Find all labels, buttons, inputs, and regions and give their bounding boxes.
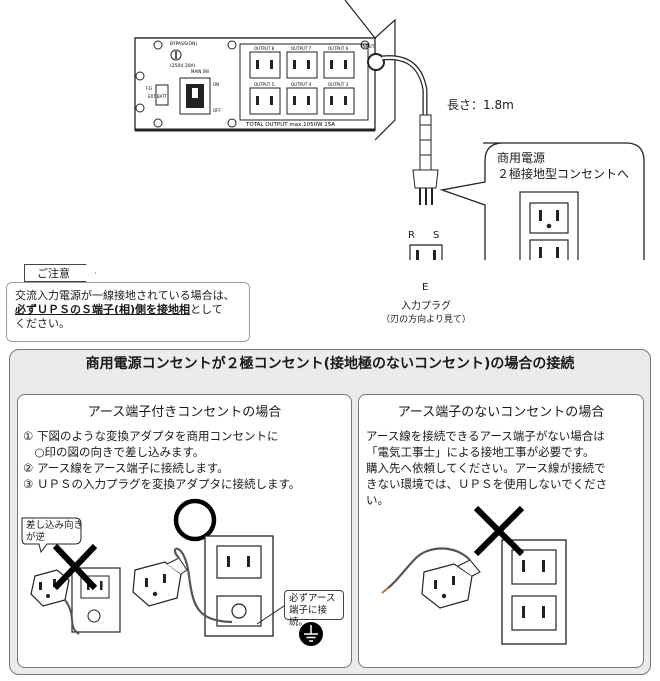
output-bottom-2: OUTPUT 4	[291, 82, 312, 87]
no-earth-diagram	[381, 505, 567, 645]
plug-pin-s: S	[433, 230, 440, 241]
earth-callout: 必ずアース 端子に接続。	[284, 590, 344, 628]
ext-batt-label: EXT BATT	[148, 94, 167, 99]
step-2: ② アース線をアース端子に接続します。	[23, 461, 229, 475]
cord-length-label: 長さ：1.8m	[447, 98, 514, 112]
bypass-rating: (250V 20A)	[170, 63, 196, 69]
right-section-title: アース端子のないコンセントの場合	[397, 405, 605, 420]
earth-callout-line-1: 必ずアース	[289, 593, 336, 604]
caution-line-3: ください。	[15, 317, 70, 330]
bypass-label: BYPASS(ON)	[170, 41, 197, 47]
input-label: INPUT	[361, 44, 375, 50]
ups-rear-panel-diagram: BYPASS(ON) (250V 20A) MAIN SW ON OFF FG …	[134, 0, 645, 260]
right-line-1: アース線を接続できるアース端子がない場合は	[366, 429, 605, 443]
off-label: OFF	[213, 108, 221, 113]
caution-box: 交流入力電源が一線接地されている場合は、 必ずＵＰＳのＳ端子(相)側を接地相とし…	[6, 282, 250, 342]
caution-line-2: 必ずＵＰＳのＳ端子(相)側を接地相として	[15, 303, 241, 317]
right-line-2: 「電気工事士」による接地工事が必要です。	[366, 445, 595, 459]
wrong-direction-line-1: 差し込み向き	[26, 520, 84, 531]
wrong-direction-line-2: が逆	[26, 532, 46, 543]
caution-emphasis: 必ずＵＰＳのＳ端子(相)側を接地相	[15, 303, 191, 316]
left-section-title: アース端子付きコンセントの場合	[87, 405, 282, 420]
left-section-steps: ① 下図のような変換アダプタを商用コンセントに ○印の図の向きで差し込みます。 …	[23, 428, 351, 492]
on-label: ON	[213, 82, 219, 87]
output-top-1: OUTPUT 8	[254, 46, 275, 51]
adapter-diagram	[21, 498, 323, 646]
output-bottom-1: OUTPUT 5	[254, 82, 275, 87]
wrong-direction-label: 差し込み向き が逆	[26, 520, 83, 544]
right-section-text: アース線を接続できるアース端子がない場合は 「電気工事士」による接地工事が必要で…	[366, 428, 642, 508]
bubble-line-1: 商用電源	[497, 151, 546, 165]
step-1-cont: ○印の図の向きで差し込みます。	[23, 445, 205, 459]
plug-pin-r: R	[408, 230, 415, 241]
output-top-3: OUTPUT 6	[328, 46, 349, 51]
main-sw-label: MAIN SW	[191, 69, 209, 74]
plug-pin-e: E	[422, 282, 429, 293]
caution-line-2-rest: として	[190, 303, 223, 316]
earth-callout-line-2: 端子に接続。	[289, 605, 328, 628]
caution-line-1: 交流入力電源が一線接地されている場合は、	[15, 289, 235, 302]
right-line-4: きない環境では、ＵＰＳを使用しないでくださ	[366, 477, 608, 491]
plug-caption-2: （刃の方向より見て）	[381, 315, 471, 325]
output-top-2: OUTPUT 7	[291, 46, 312, 51]
caution-tag: ご注意	[24, 264, 96, 282]
plug-caption-1: 入力プラグ	[401, 301, 451, 312]
right-line-5: い。	[366, 493, 389, 507]
right-line-3: 購入先へ依頼してください。アース線が接続で	[366, 461, 606, 475]
main-title: 商用電源コンセントが２極コンセント(接地極のないコンセント)の場合の接続	[85, 356, 575, 372]
step-1: ① 下図のような変換アダプタを商用コンセントに	[23, 429, 279, 443]
fg-label: FG	[146, 86, 153, 92]
total-output-label: TOTAL OUTPUT max.1050W 15A	[245, 122, 335, 128]
step-3: ③ ＵＰＳの入力プラグを変換アダプタに接続します。	[23, 477, 301, 491]
bubble-line-2: ２極接地型コンセントへ	[497, 167, 630, 181]
output-bottom-3: OUTPUT 3	[328, 82, 349, 87]
